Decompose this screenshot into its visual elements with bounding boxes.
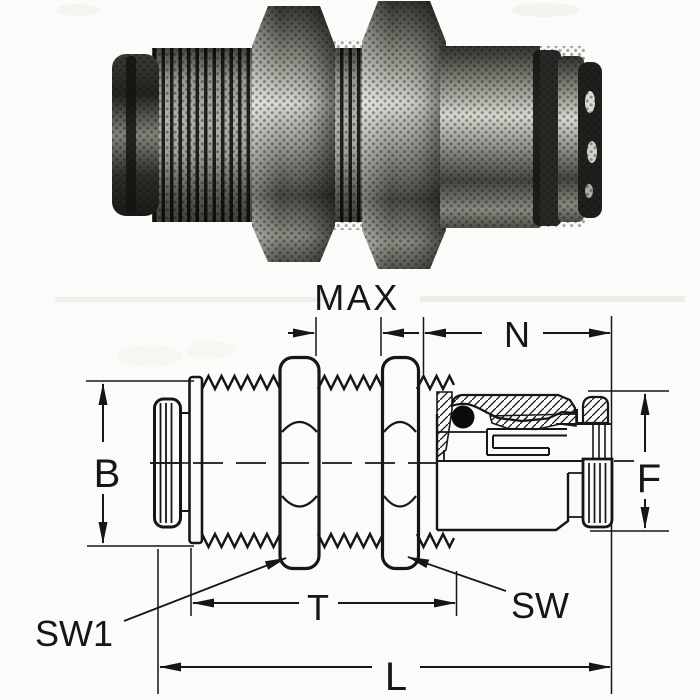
scan-ghost: [56, 4, 100, 16]
halftone-overlay: [112, 1, 602, 269]
label-b: B: [94, 452, 121, 496]
dim-max: MAX: [288, 277, 419, 356]
bulkhead-flange: [188, 375, 204, 545]
label-sw: SW: [511, 585, 569, 626]
dim-b: B: [86, 380, 194, 547]
scan-ghost: [511, 3, 579, 17]
label-t: T: [307, 587, 329, 628]
threaded-body: [200, 373, 456, 550]
b-extension-lines: [86, 380, 194, 547]
cartridge-section: [435, 391, 614, 532]
thread-top-3: [415, 373, 456, 392]
nut1-facet-top: [281, 420, 318, 433]
scan-ghost: [118, 345, 182, 367]
max-extension-lines: [315, 317, 382, 356]
hatched-collet: [489, 413, 577, 431]
callout-sw1: SW1: [35, 557, 287, 654]
thread-top-2: [316, 373, 385, 392]
scan-ghost: [186, 341, 234, 359]
left-tube-stop: [150, 397, 190, 529]
right-tube-stop: [581, 457, 614, 529]
nut2-facet-top: [383, 420, 417, 433]
hex-nut-1: [278, 355, 321, 571]
t-extension-lines: [190, 548, 458, 616]
f-extension-lines: [588, 390, 669, 532]
dim-f: F: [588, 390, 669, 532]
nut1-facet-bottom: [281, 495, 318, 508]
label-n: N: [504, 314, 530, 355]
hatched-release-button: [581, 395, 610, 425]
label-sw1: SW1: [35, 613, 113, 654]
dim-l: L: [157, 549, 611, 699]
button-to-ring-lines: [592, 424, 606, 459]
thread-top-1: [200, 373, 282, 392]
thread-bottom-3: [415, 531, 456, 550]
dim-t: T: [190, 548, 458, 628]
scan-artifacts: [55, 3, 685, 367]
cartridge-lower-body: [435, 414, 583, 532]
scan-smudge: [420, 296, 685, 302]
hatched-thread-block: [436, 391, 453, 459]
dim-n: N: [422, 314, 613, 694]
scan-smudge: [55, 297, 335, 302]
sw-leader: [407, 556, 507, 592]
nut2-facet-bottom: [383, 495, 417, 508]
thread-bottom-1: [200, 531, 282, 550]
dimension-drawing: MAX N B F T: [35, 277, 669, 699]
thread-bottom-2: [316, 531, 385, 550]
label-l: L: [385, 655, 407, 699]
hex-nut-2: [380, 355, 421, 571]
label-f: F: [637, 457, 661, 501]
callout-sw: SW: [407, 556, 569, 626]
label-max: MAX: [314, 277, 400, 318]
inner-release-piece: [486, 428, 567, 456]
sw1-leader: [123, 557, 287, 622]
product-photo: [112, 1, 602, 269]
o-ring: [451, 405, 475, 429]
right-stop-ribs: [588, 463, 607, 523]
